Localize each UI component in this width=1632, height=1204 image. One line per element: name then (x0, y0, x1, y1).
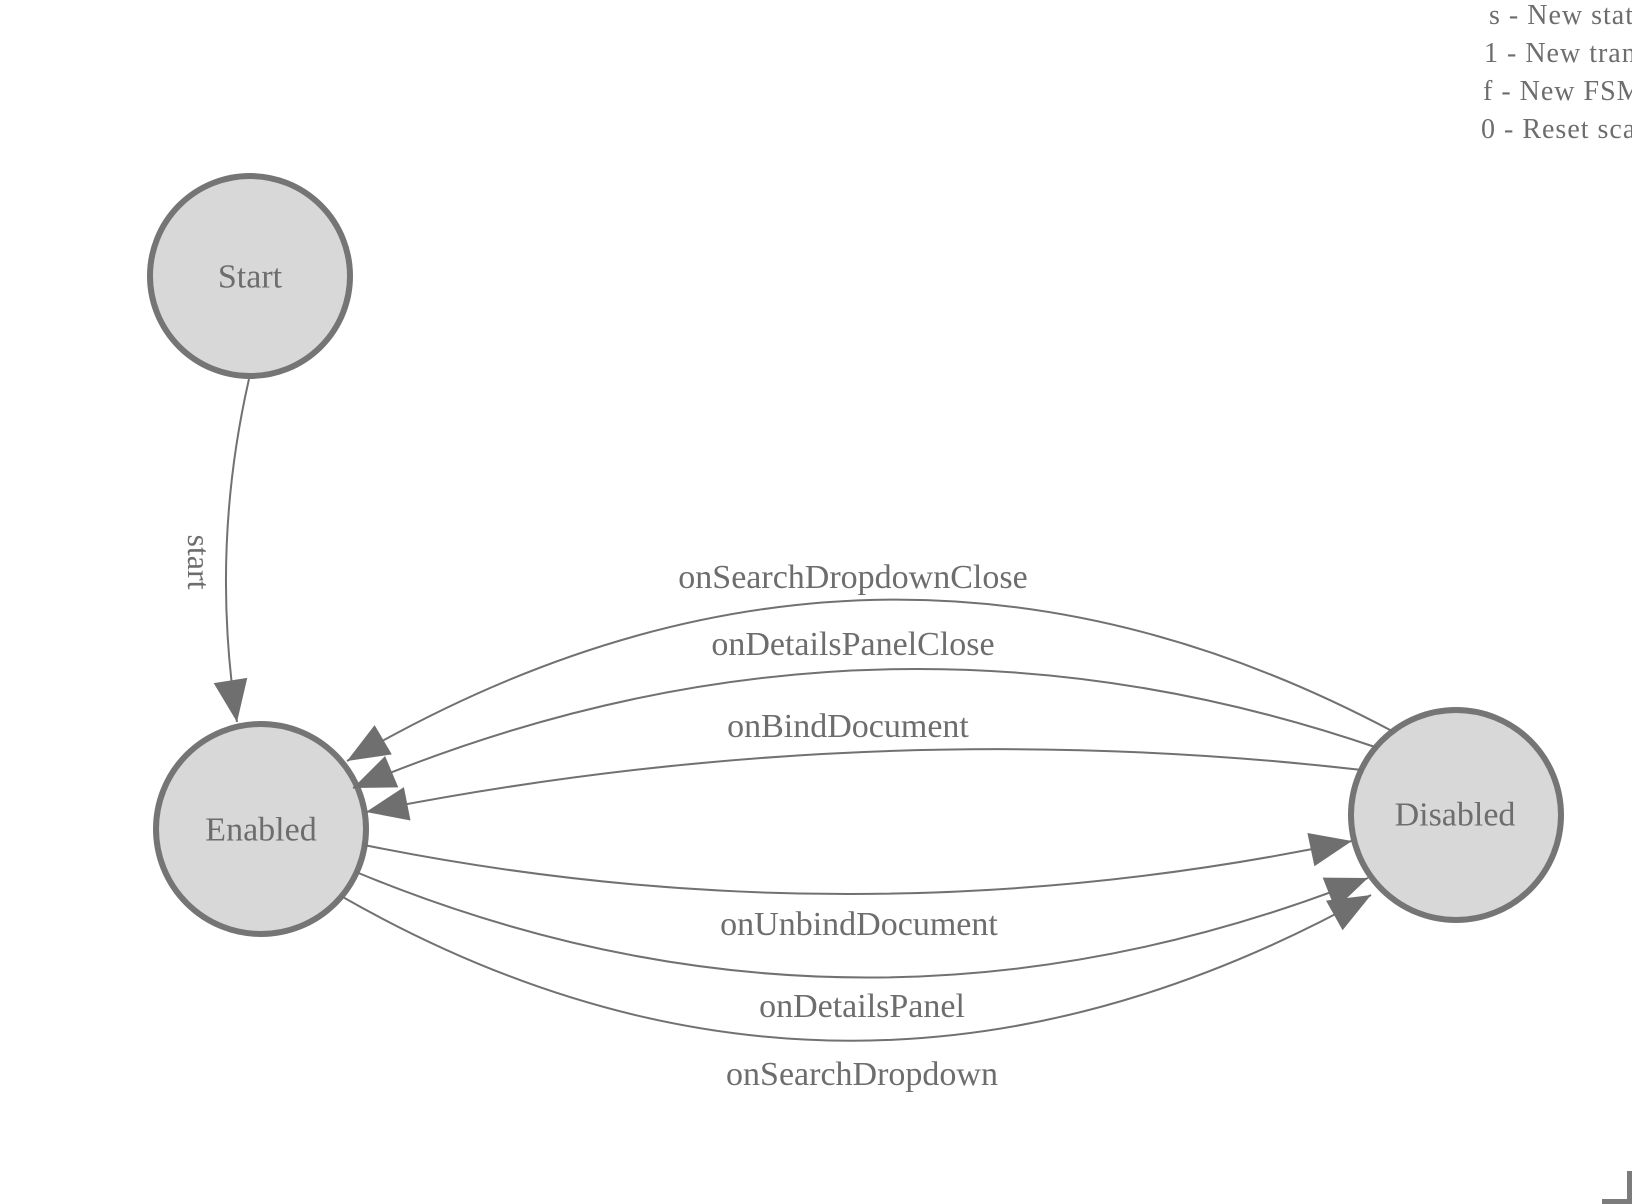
state-circle-enabled (153, 721, 369, 937)
canvas-corner-mark-vertical (1627, 1171, 1632, 1204)
state-label-disabled: Disabled (1395, 797, 1516, 834)
transition-searchdropdownclose[interactable] (346, 598, 1393, 762)
shortcut-legend: s - New state 1 - New transition f - New… (0, 0, 1632, 160)
state-label-start: Start (218, 259, 283, 296)
transition-label-unbinddocument[interactable]: onUnbindDocument (720, 906, 998, 943)
state-circle-start (147, 173, 353, 379)
transition-label-start[interactable]: start (181, 534, 217, 589)
state-label-enabled: Enabled (205, 812, 316, 849)
legend-line-new-transition: 1 - New transition (1484, 38, 1632, 69)
transition-label-detailspanel[interactable]: onDetailsPanel (759, 988, 965, 1025)
transition-label-binddocument[interactable]: onBindDocument (727, 708, 969, 745)
transition-label-detailspanelclose[interactable]: onDetailsPanelClose (711, 626, 994, 663)
transition-label-searchdropdownclose[interactable]: onSearchDropdownClose (678, 559, 1027, 596)
transition-binddocument[interactable] (365, 748, 1363, 821)
state-node-disabled[interactable]: Disabled (1348, 707, 1564, 923)
transition-label-searchdropdown[interactable]: onSearchDropdown (726, 1056, 998, 1093)
legend-line-new-state: s - New state (1489, 0, 1632, 31)
legend-line-new-fsm: f - New FSM (1483, 76, 1632, 107)
state-node-start[interactable]: Start (147, 173, 353, 379)
state-circle-disabled (1348, 707, 1564, 923)
transition-detailspanel[interactable] (355, 871, 1369, 979)
legend-line-reset: 0 - Reset scale (1481, 114, 1632, 145)
transition-detailspanelclose[interactable] (352, 667, 1379, 789)
transition-searchdropdown[interactable] (340, 894, 1372, 1042)
canvas-corner-mark-horizontal (1602, 1199, 1632, 1204)
transition-start-to-enabled[interactable] (213, 378, 250, 723)
state-node-enabled[interactable]: Enabled (153, 721, 369, 937)
transition-unbinddocument[interactable] (363, 833, 1353, 895)
